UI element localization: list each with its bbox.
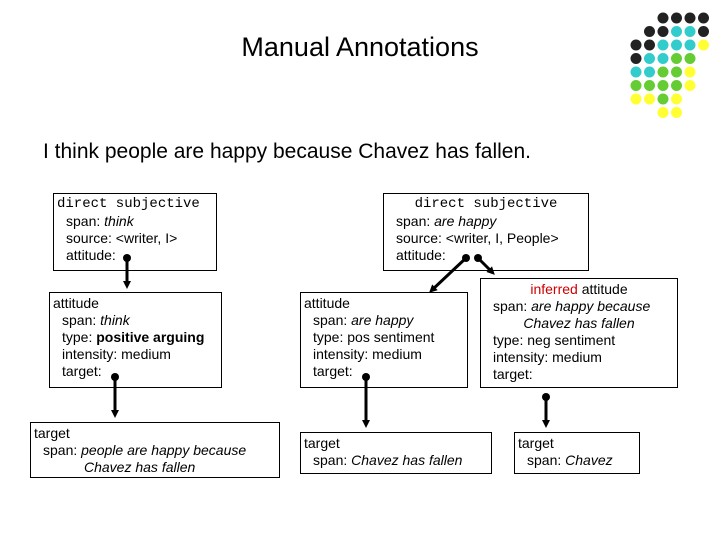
decor-dot [684, 53, 696, 64]
tgt1-span-value-1: people are happy because [81, 442, 247, 458]
arrow-attitude1-to-target1 [111, 373, 119, 418]
att3-type: type: neg sentiment [493, 332, 616, 348]
decor-dot [684, 39, 696, 51]
example-sentence: I think people are happy because Chavez … [43, 140, 531, 163]
decor-dot [684, 12, 696, 24]
att1-intensity: intensity: medium [62, 346, 171, 362]
tgt1-heading: target [34, 425, 70, 441]
ds2-heading: direct subjective [414, 196, 558, 212]
decor-dot [657, 66, 669, 78]
decor-dot [644, 26, 655, 37]
decor-dot [671, 12, 682, 24]
decor-dot [630, 66, 642, 78]
decor-dot [657, 107, 669, 118]
att3-span-key: span: [493, 298, 528, 314]
decor-dot [630, 80, 642, 91]
att1-span-key: span: [62, 312, 97, 328]
decor-dot [671, 93, 682, 105]
att1-type-key: type: [62, 329, 93, 345]
att2-span-value: are happy [351, 312, 414, 328]
direct-subjective-box-1: direct subjective span: think source: <w… [53, 193, 217, 271]
tgt2-span-key: span: [313, 452, 348, 468]
ds1-attitude: attitude: [66, 247, 116, 263]
decor-dot [684, 80, 696, 91]
att2-intensity: intensity: medium [313, 346, 422, 362]
att2-heading: attitude [304, 295, 350, 311]
decor-dot [684, 26, 696, 37]
decor-dot [657, 39, 669, 51]
tgt2-span-value: Chavez has fallen [351, 452, 463, 468]
decor-dot [644, 53, 655, 64]
att1-type-value: positive arguing [96, 329, 205, 345]
decor-dot [644, 80, 655, 91]
ds1-heading: direct subjective [57, 196, 200, 212]
decor-dot [684, 66, 696, 78]
att2-type: type: pos sentiment [313, 329, 435, 345]
tgt1-span-key: span: [43, 442, 78, 458]
attitude-box-1: attitude span: think type: positive argu… [49, 292, 222, 388]
inferred-attitude-box: inferred attitude span: are happy becaus… [480, 278, 678, 388]
decor-dot [644, 39, 655, 51]
att1-target: target: [62, 363, 102, 379]
tgt3-heading: target [518, 435, 554, 451]
decor-dot [630, 39, 642, 51]
ds1-source: source: <writer, I> [66, 230, 178, 246]
att2-span-key: span: [313, 312, 348, 328]
att1-heading: attitude [53, 295, 99, 311]
decor-dot [698, 26, 709, 37]
target-box-2: target span: Chavez has fallen [300, 432, 492, 474]
arrow-ds1-to-attitude1 [123, 254, 131, 289]
ds2-attitude: attitude: [396, 247, 446, 263]
decor-dot [671, 66, 682, 78]
decor-dot [671, 39, 682, 51]
ds2-source: source: <writer, I, People> [396, 230, 559, 246]
decor-dot [671, 26, 682, 37]
arrow-ds2-to-inferred-attitude [474, 254, 495, 275]
att2-target: target: [313, 363, 353, 379]
ds2-span-key: span: [396, 213, 431, 229]
decor-dot [671, 107, 682, 118]
arrow-inferred-attitude-to-target3 [542, 393, 550, 428]
tgt3-span-value: Chavez [565, 452, 613, 468]
att3-intensity: intensity: medium [493, 349, 602, 365]
decor-dot [630, 53, 642, 64]
arrow-ds2-to-attitude2 [429, 254, 470, 293]
tgt3-span-key: span: [527, 452, 562, 468]
page-title: Manual Annotations [241, 32, 479, 62]
decor-dot [671, 80, 682, 91]
direct-subjective-box-2: direct subjective span: are happy source… [383, 193, 589, 271]
target-box-1: target span: people are happy because Ch… [30, 422, 280, 478]
att3-span-value-1: are happy because [531, 298, 651, 314]
decor-dot [698, 39, 709, 51]
decor-dot [657, 26, 669, 37]
att1-span-value: think [100, 312, 130, 328]
att3-span-value-2: Chavez has fallen [523, 315, 635, 331]
decor-dot [671, 53, 682, 64]
ds1-span-value: think [104, 213, 134, 229]
decor-dot [644, 93, 655, 105]
arrow-attitude2-to-target2 [362, 373, 370, 428]
decor-dot [657, 93, 669, 105]
tgt1-span-value-2: Chavez has fallen [84, 459, 196, 475]
decor-dot [644, 66, 655, 78]
ds2-span-value: are happy [434, 213, 497, 229]
att3-heading-rest: attitude [581, 281, 628, 297]
tgt2-heading: target [304, 435, 340, 451]
decor-dot [698, 12, 709, 24]
decor-dot [657, 80, 669, 91]
att3-heading-inferred: inferred [530, 281, 578, 297]
decor-dot [657, 12, 669, 24]
decor-dot [630, 93, 642, 105]
ds1-span-key: span: [66, 213, 101, 229]
target-box-3: target span: Chavez [514, 432, 640, 474]
attitude-box-2: attitude span: are happy type: pos senti… [300, 292, 468, 388]
decor-dot [657, 53, 669, 64]
att3-target: target: [493, 366, 533, 382]
